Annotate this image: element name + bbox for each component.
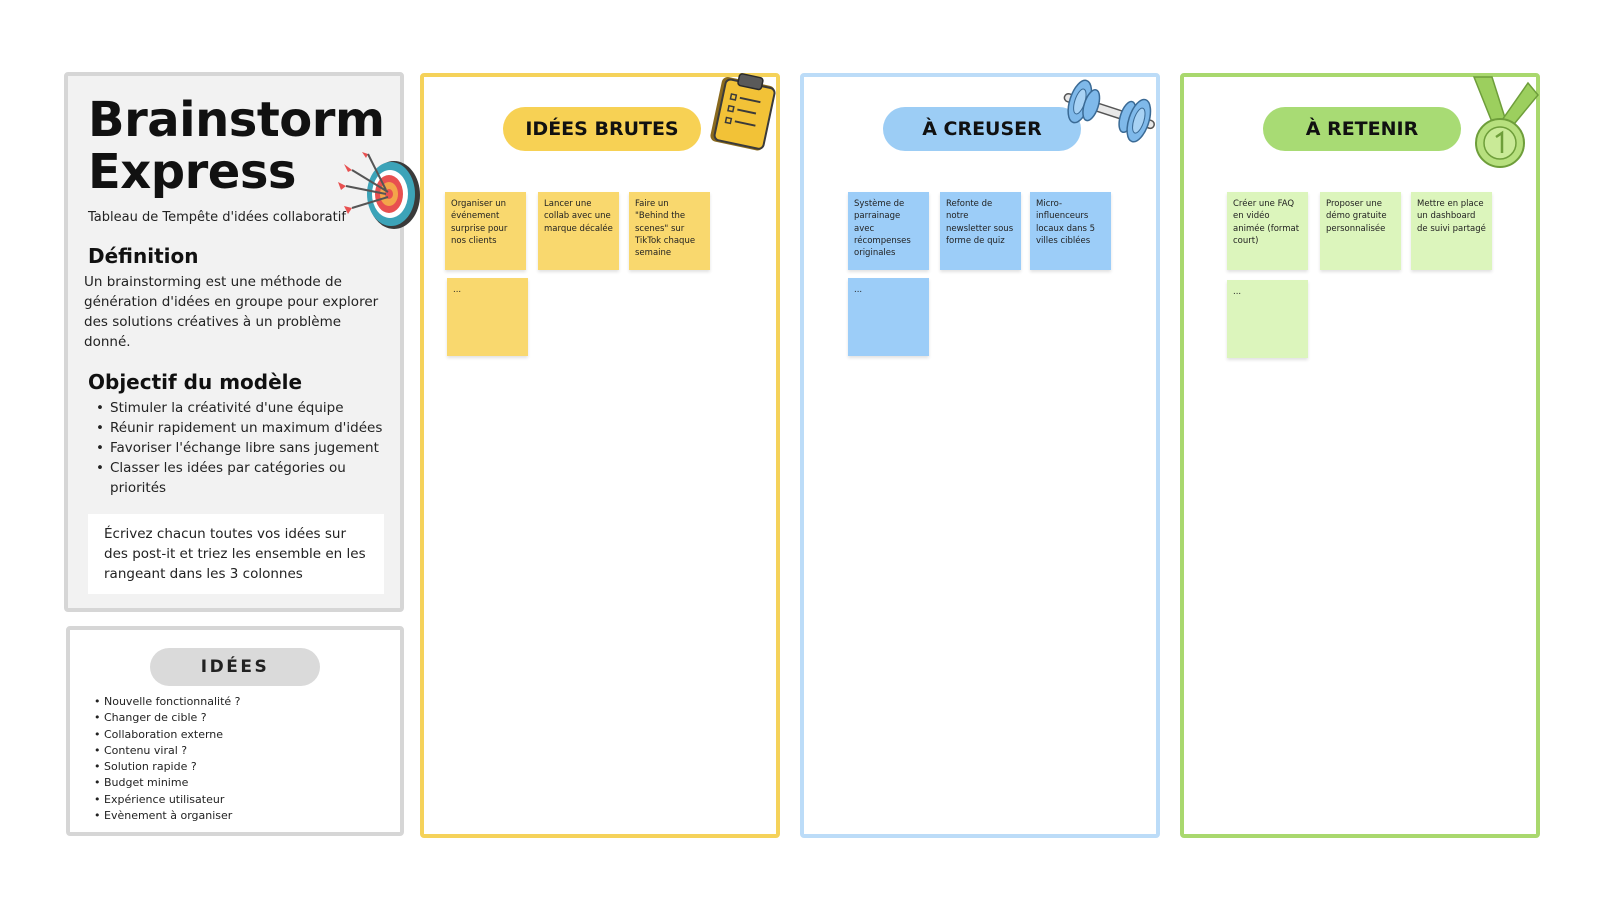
post-it-note[interactable]: Lancer une collab avec une marque décalé… (538, 192, 619, 270)
objective-item: Réunir rapidement un maximum d'idées (90, 418, 390, 438)
idea-item: Nouvelle fonctionnalité ? (92, 694, 392, 711)
title-line-2: Express (88, 144, 296, 200)
info-panel: Brainstorm Express Tableau de Tempête d'… (64, 72, 420, 612)
post-it-note[interactable]: Proposer une démo gratuite personnalisée (1320, 192, 1401, 270)
ideas-list: Nouvelle fonctionnalité ? Changer de cib… (92, 694, 392, 825)
column-title: À CREUSER (883, 107, 1081, 151)
ideas-title: IDÉES (150, 648, 320, 686)
post-it-note[interactable]: Système de parrainage avec récompenses o… (848, 192, 929, 270)
idea-item: Collaboration externe (92, 727, 392, 744)
column-idees-brutes: IDÉES BRUTES Organiser un événement surp… (420, 73, 780, 838)
column-a-creuser: À CREUSER Système de parrainage avec réc… (800, 73, 1160, 838)
column-a-retenir: À RETENIR Créer une FAQ en vidéo animée … (1180, 73, 1540, 838)
idea-item: Changer de cible ? (92, 710, 392, 727)
page-title: Brainstorm Express (88, 94, 388, 198)
target-with-darts-icon (338, 152, 420, 229)
title-line-1: Brainstorm (88, 92, 385, 148)
post-it-note[interactable]: Refonte de notre newsletter sous forme d… (940, 192, 1021, 270)
dumbbell-icon (1063, 79, 1155, 143)
column-title: À RETENIR (1263, 107, 1461, 151)
objective-heading: Objectif du modèle (88, 370, 303, 394)
post-it-note[interactable]: Mettre en place un dashboard de suivi pa… (1411, 192, 1492, 270)
objective-list: Stimuler la créativité d'une équipe Réun… (90, 398, 390, 498)
idea-item: Expérience utilisateur (92, 792, 392, 809)
idea-item: Budget minime (92, 775, 392, 792)
column-title: IDÉES BRUTES (503, 107, 701, 151)
post-it-note[interactable]: Micro-influenceurs locaux dans 5 villes … (1030, 192, 1111, 270)
definition-text: Un brainstorming est une méthode de géné… (84, 274, 379, 350)
post-it-note[interactable]: Créer une FAQ en vidéo animée (format co… (1227, 192, 1308, 270)
post-it-note[interactable]: ... (848, 278, 929, 356)
post-it-note[interactable]: Organiser un événement surprise pour nos… (445, 192, 526, 270)
instruction-box: Écrivez chacun toutes vos idées sur des … (88, 514, 384, 594)
medal-icon (1472, 76, 1539, 168)
subtitle: Tableau de Tempête d'idées collaboratif (88, 210, 346, 225)
objective-item: Stimuler la créativité d'une équipe (90, 398, 390, 418)
ideas-panel: IDÉES Nouvelle fonctionnalité ? Changer … (66, 626, 404, 836)
objective-item: Classer les idées par catégories ou prio… (90, 458, 390, 498)
idea-item: Evènement à organiser (92, 808, 392, 825)
idea-item: Contenu viral ? (92, 743, 392, 760)
post-it-note[interactable]: ... (447, 278, 528, 356)
objective-item: Favoriser l'échange libre sans jugement (90, 438, 390, 458)
clipboard-icon (710, 73, 776, 151)
post-it-note[interactable]: ... (1227, 280, 1308, 358)
definition-heading: Définition (88, 244, 199, 268)
post-it-note[interactable]: Faire un "Behind the scenes" sur TikTok … (629, 192, 710, 270)
idea-item: Solution rapide ? (92, 759, 392, 776)
